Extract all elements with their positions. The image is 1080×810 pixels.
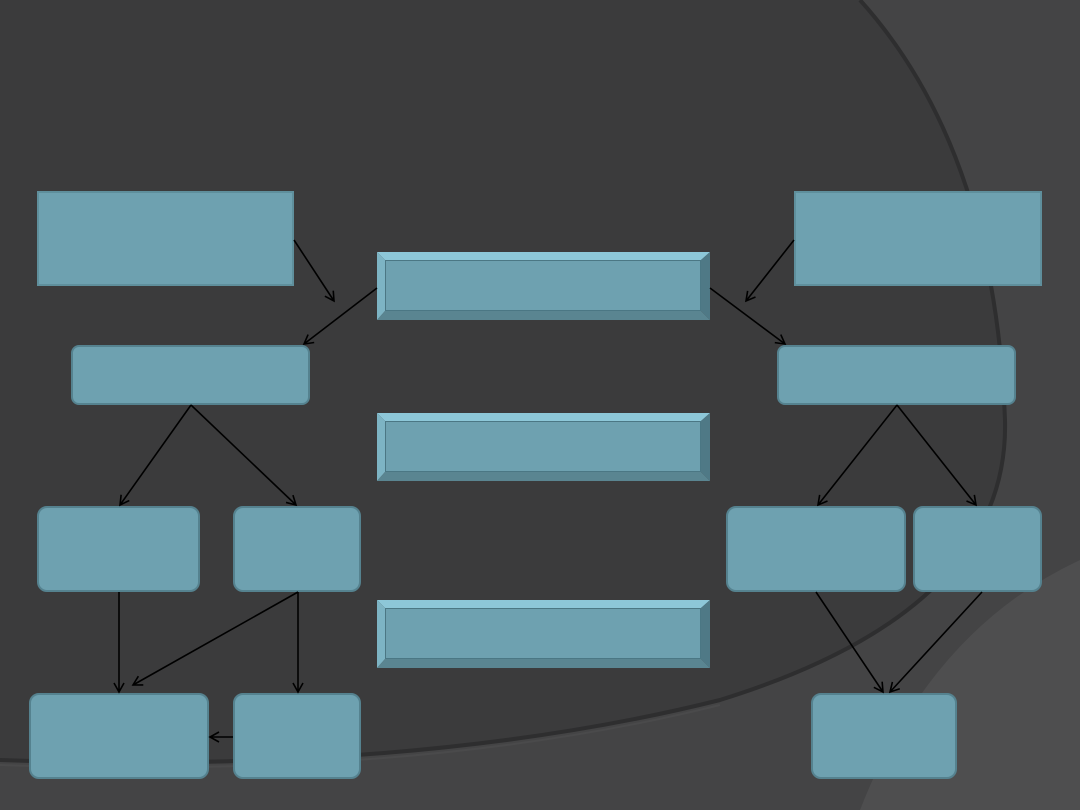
center-top-label xyxy=(385,260,701,311)
center-middle-box[interactable] xyxy=(377,413,710,481)
left-row3-box-a[interactable] xyxy=(37,506,200,592)
left-mid-box[interactable] xyxy=(71,345,310,405)
center-bottom-box[interactable] xyxy=(377,600,710,668)
center-bottom-label xyxy=(385,608,701,659)
left-row3-box-b[interactable] xyxy=(233,506,361,592)
right-mid-box[interactable] xyxy=(777,345,1016,405)
top-right-box[interactable] xyxy=(794,191,1042,286)
left-row4-box-b[interactable] xyxy=(233,693,361,779)
center-middle-label xyxy=(385,421,701,472)
right-row3-box-b[interactable] xyxy=(913,506,1042,592)
center-top-box[interactable] xyxy=(377,252,710,320)
right-row4-box[interactable] xyxy=(811,693,957,779)
bevel-frame xyxy=(377,600,710,668)
top-left-box[interactable] xyxy=(37,191,294,286)
bevel-frame xyxy=(377,252,710,320)
left-row4-box-a[interactable] xyxy=(29,693,209,779)
right-row3-box-a[interactable] xyxy=(726,506,906,592)
bevel-frame xyxy=(377,413,710,481)
